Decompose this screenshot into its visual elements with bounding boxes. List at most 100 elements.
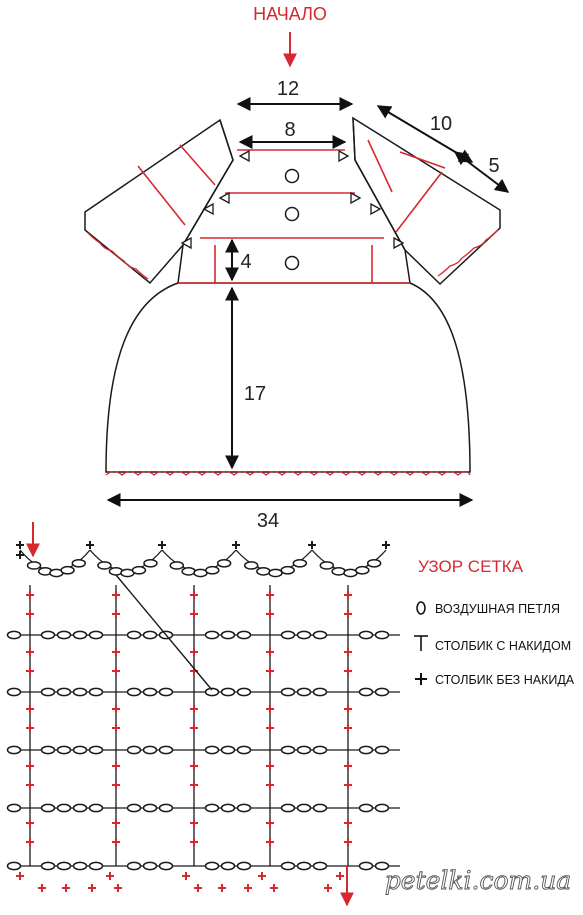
single-crochet-mark [344, 724, 352, 732]
chain-stitch [374, 687, 390, 697]
chain-stitch [216, 558, 232, 568]
chain-stitch [374, 861, 390, 871]
single-crochet-mark [270, 884, 278, 892]
chain-stitch [204, 745, 220, 755]
single-crochet-mark [344, 819, 352, 827]
single-crochet-mark [266, 705, 274, 713]
dim-sleeve-edge: 5 [488, 155, 499, 177]
chain-stitch [358, 803, 374, 813]
chain-stitch [72, 803, 88, 813]
single-crochet-mark [344, 667, 352, 675]
chain-stitch [204, 861, 220, 871]
chain-stitch [220, 630, 236, 640]
chain-stitch [56, 745, 72, 755]
chain-stitch [220, 803, 236, 813]
chain-stitch [236, 861, 252, 871]
pattern-title: УЗОР СЕТКА [418, 557, 524, 576]
single-crochet-mark [308, 541, 316, 549]
chain-stitch [126, 745, 142, 755]
dress-outline [84, 116, 501, 473]
single-crochet-mark [266, 667, 274, 675]
single-crochet-mark [266, 648, 274, 656]
dim-shoulder-sleeve: 10 [430, 113, 452, 135]
chain-stitch [142, 745, 158, 755]
single-crochet-mark [266, 591, 274, 599]
chain-stitch [243, 561, 259, 570]
chain-stitch [142, 803, 158, 813]
chain-stitch [158, 861, 174, 871]
legend: ВОЗДУШНАЯ ПЕТЛЯ СТОЛБИК С НАКИДОМ СТОЛБИ… [414, 601, 575, 687]
legend-dc-icon [414, 635, 428, 651]
single-crochet-mark [62, 884, 70, 892]
chain-stitch [236, 745, 252, 755]
single-crochet-mark [190, 762, 198, 770]
chain-stitch [142, 687, 158, 697]
single-crochet-mark [112, 667, 120, 675]
chain-stitch [40, 861, 56, 871]
chain-stitch [312, 861, 328, 871]
chain-stitch [6, 861, 22, 871]
single-crochet-mark [266, 724, 274, 732]
increase-triangles [180, 149, 405, 250]
single-crochet-mark [26, 591, 34, 599]
chain-stitch [158, 687, 174, 697]
single-crochet-mark [26, 648, 34, 656]
chain-stitch [142, 861, 158, 871]
chain-stitch [280, 565, 295, 575]
dim-hem-width: 34 [257, 510, 279, 532]
chain-stitch [205, 565, 220, 575]
chain-stitch [358, 861, 374, 871]
single-crochet-mark [38, 884, 46, 892]
single-crochet-mark [114, 884, 122, 892]
chain-stitch [60, 565, 75, 575]
chain-stitch [319, 561, 335, 570]
single-crochet-mark [26, 705, 34, 713]
single-crochet-mark [86, 541, 94, 549]
single-crochet-mark [194, 884, 202, 892]
chain-stitch [40, 803, 56, 813]
single-crochet-mark [190, 610, 198, 618]
single-crochet-mark [26, 781, 34, 789]
chain-stitch [220, 745, 236, 755]
dim-neck-top: 12 [277, 78, 299, 100]
chain-stitch [72, 745, 88, 755]
single-crochet-mark [112, 648, 120, 656]
chain-stitch [312, 630, 328, 640]
single-crochet-mark [112, 724, 120, 732]
single-crochet-mark [158, 541, 166, 549]
chain-stitch [126, 687, 142, 697]
button-2 [284, 206, 300, 222]
single-crochet-mark [106, 872, 114, 880]
single-crochet-mark [26, 667, 34, 675]
chain-stitch [292, 558, 308, 568]
chain-stitch [6, 630, 22, 640]
scallop-edges [87, 229, 499, 476]
chain-stitch [71, 558, 87, 568]
single-crochet-mark [26, 724, 34, 732]
chain-stitch [193, 568, 208, 578]
single-crochet-mark [190, 838, 198, 846]
chain-stitch [6, 745, 22, 755]
chain-stitch [204, 630, 220, 640]
chain-stitch [40, 745, 56, 755]
legend-chain-icon [416, 601, 426, 615]
chain-stitch [56, 687, 72, 697]
dim-neck-inner: 8 [284, 119, 295, 141]
chain-stitch [72, 687, 88, 697]
legend-chain-text: ВОЗДУШНАЯ ПЕТЛЯ [435, 602, 560, 616]
chain-stitch [181, 567, 196, 576]
chain-stitch [158, 803, 174, 813]
single-crochet-mark [344, 648, 352, 656]
chain-stitch [143, 558, 158, 568]
chain-stitch [236, 803, 252, 813]
chain-stitch [72, 861, 88, 871]
chain-stitch [280, 630, 296, 640]
chain-stitch [88, 687, 104, 697]
work-direction-line [115, 574, 213, 691]
chain-stitch [40, 630, 56, 640]
chain-stitch [88, 630, 104, 640]
single-crochet-mark [190, 724, 198, 732]
legend-dc-text: СТОЛБИК С НАКИДОМ [435, 639, 571, 653]
chain-stitch [236, 687, 252, 697]
